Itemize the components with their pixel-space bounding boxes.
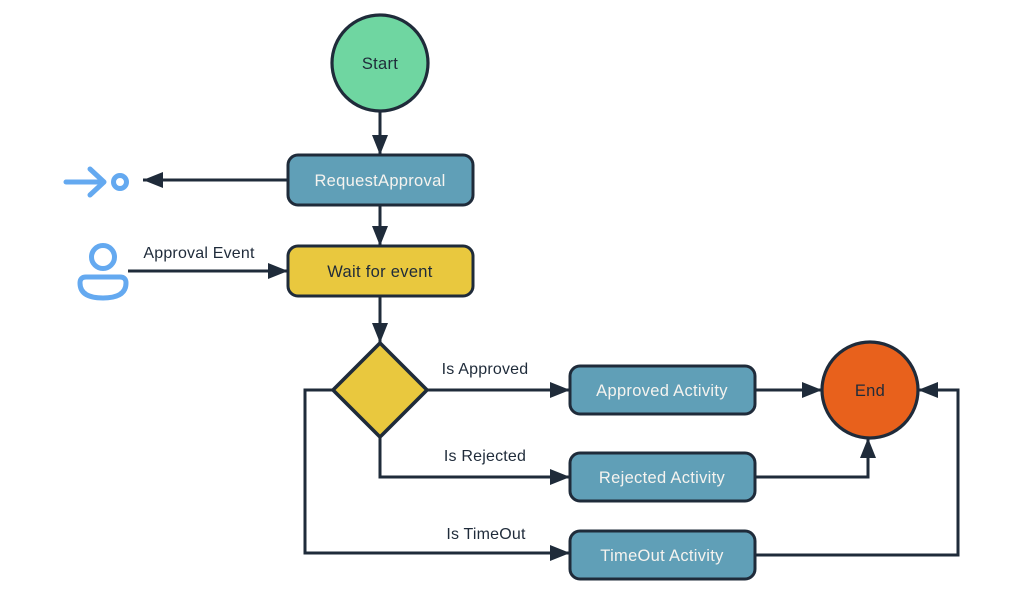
edge-timeout-to-end (755, 382, 960, 557)
node-end: End (820, 340, 920, 440)
node-decision-diamond (330, 340, 430, 440)
edge-label-approval-event: Approval Event (143, 245, 255, 262)
node-approved-activity: Approved Activity (568, 364, 757, 416)
arrow-to-circle-icon (63, 166, 129, 198)
node-rejected-activity: Rejected Activity (568, 451, 757, 503)
node-start-label: Start (362, 55, 398, 73)
edge-decision-to-timeout (303, 388, 570, 561)
node-rejected-activity-label: Rejected Activity (599, 469, 726, 487)
edge-label-is-timeout: Is TimeOut (446, 526, 526, 543)
connectors (128, 112, 960, 561)
node-end-label: End (855, 382, 885, 400)
node-request-approval: RequestApproval (286, 153, 475, 207)
edge-decision-to-rejected (378, 437, 570, 485)
edge-label-is-approved: Is Approved (442, 361, 529, 378)
node-wait-for-event-label: Wait for event (327, 263, 432, 281)
node-timeout-activity-label: TimeOut Activity (600, 547, 724, 565)
edge-rejected-to-end (755, 438, 876, 479)
node-timeout-activity: TimeOut Activity (568, 529, 757, 581)
node-request-approval-label: RequestApproval (314, 172, 445, 190)
node-approved-activity-label: Approved Activity (596, 382, 728, 400)
user-icon (77, 243, 129, 301)
edge-labels: Approval Event Is Approved Is Rejected I… (143, 245, 528, 543)
edge-label-is-rejected: Is Rejected (444, 448, 526, 465)
node-wait-for-event: Wait for event (286, 244, 475, 298)
node-start: Start (330, 13, 430, 113)
